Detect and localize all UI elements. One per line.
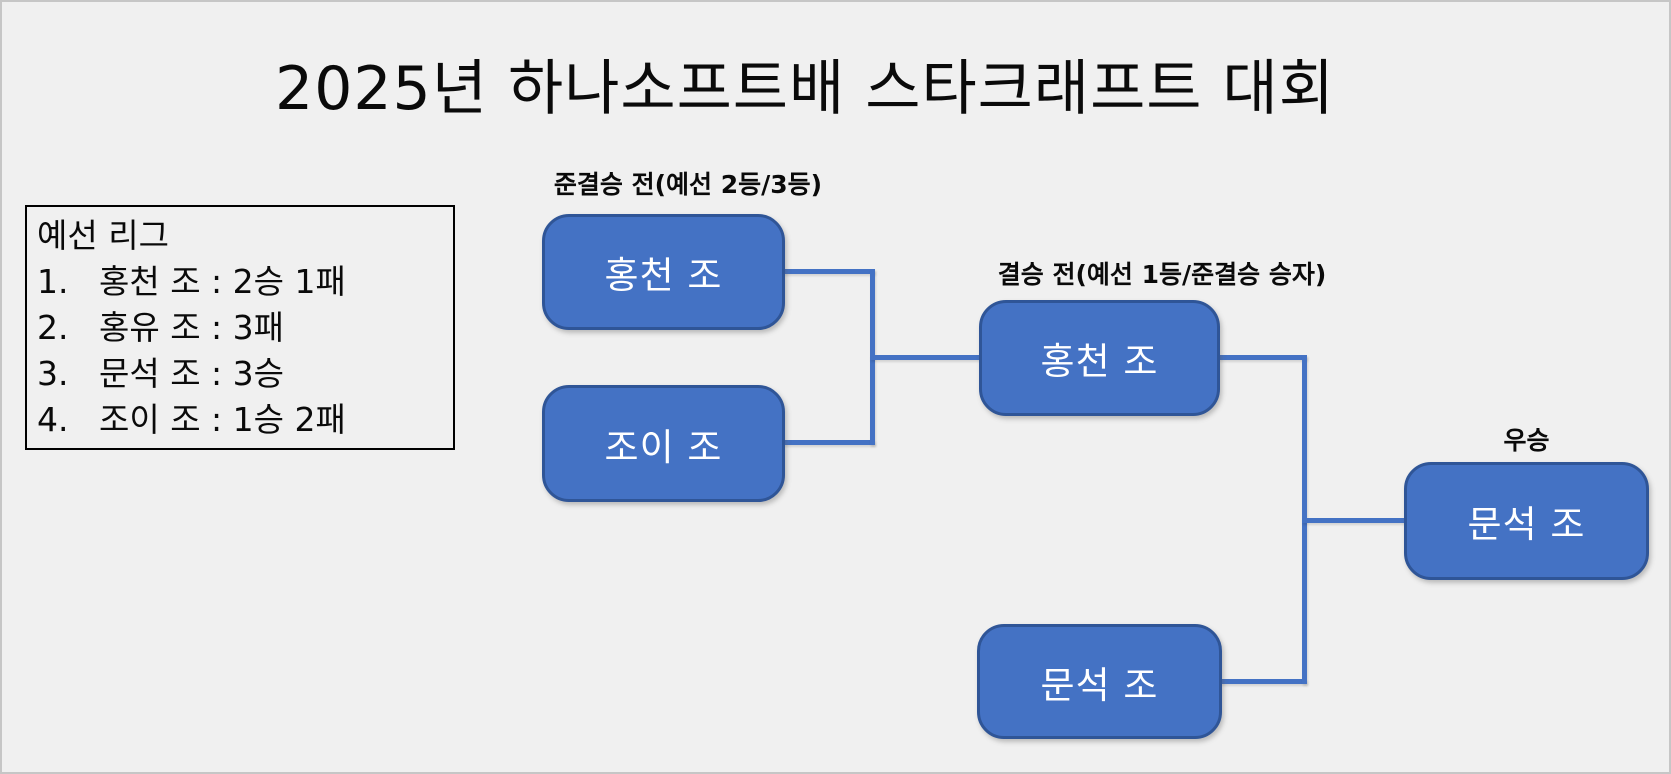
standings-heading: 예선 리그 <box>37 213 453 259</box>
standings-item-rank: 4. <box>37 400 69 439</box>
bracket-node-final-semifinal-winner: 홍천 조 <box>979 300 1220 416</box>
standings-item-text: 홍유 조 : 3패 <box>99 308 285 347</box>
connector-final-bottom-horizontal <box>1220 679 1307 684</box>
standings-heading-text: 예선 리그 <box>37 216 169 255</box>
final-round-label: 결승 전(예선 1등/준결승 승자) <box>997 260 1327 289</box>
bracket-node-semifinal-top: 홍천 조 <box>542 214 785 330</box>
standings-item-rank: 1. <box>37 262 69 301</box>
page-title: 2025년 하나소프트배 스타크래프트 대회 <box>275 54 1335 124</box>
connector-semifinal-top-horizontal <box>783 269 875 274</box>
connector-to-winner-horizontal <box>1302 518 1406 523</box>
standings-item: 3. 문석 조 : 3승 <box>37 351 453 397</box>
bracket-node-final-seed: 문석 조 <box>977 624 1222 739</box>
bracket-node-champion: 문석 조 <box>1404 462 1649 580</box>
connector-semifinal-bottom-horizontal <box>783 440 875 445</box>
winner-label: 우승 <box>1503 426 1550 455</box>
semifinal-round-label: 준결승 전(예선 2등/3등) <box>553 170 823 199</box>
connector-final-top-horizontal <box>1218 355 1307 360</box>
bracket-node-semifinal-bottom: 조이 조 <box>542 385 785 502</box>
connector-to-final-horizontal <box>870 355 982 360</box>
standings-item-rank: 2. <box>37 308 69 347</box>
preliminary-league-box: 예선 리그 1. 홍천 조 : 2승 1패 2. 홍유 조 : 3패 3. 문석… <box>25 205 455 450</box>
standings-item: 4. 조이 조 : 1승 2패 <box>37 397 453 443</box>
standings-item-text: 조이 조 : 1승 2패 <box>99 400 346 439</box>
standings-item-rank: 3. <box>37 354 69 393</box>
standings-item: 2. 홍유 조 : 3패 <box>37 305 453 351</box>
standings-item-text: 홍천 조 : 2승 1패 <box>99 262 346 301</box>
standings-item: 1. 홍천 조 : 2승 1패 <box>37 259 453 305</box>
standings-item-text: 문석 조 : 3승 <box>99 354 285 393</box>
